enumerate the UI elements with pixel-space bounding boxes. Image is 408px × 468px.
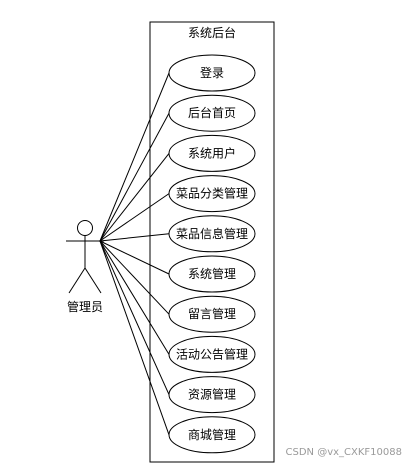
association-line [99,240,170,315]
use-case-label: 商城管理 [188,427,236,442]
use-case-label: 资源管理 [188,387,236,402]
use-case: 后台首页 [168,94,256,132]
system-title: 系统后台 [188,25,236,40]
system-boundary [149,21,275,463]
use-case: 登录 [168,54,256,92]
use-case-label: 菜品信息管理 [176,226,248,241]
association-line [99,240,170,435]
use-case: 留言管理 [168,295,256,333]
use-case-ellipse [168,54,256,92]
use-case: 系统管理 [168,255,256,293]
use-case-ellipse [168,134,256,172]
association-line [99,240,170,355]
association-line [99,72,170,242]
use-case-ellipse [168,335,256,373]
use-case-ellipse [168,255,256,293]
use-case: 菜品分类管理 [168,175,256,213]
use-case-label: 登录 [200,65,224,80]
use-case-label: 后台首页 [188,105,236,120]
use-case-label: 留言管理 [188,306,236,321]
association-line [99,240,170,395]
use-case-label: 系统用户 [188,145,236,160]
actor-icon [66,220,104,294]
association-line [99,112,170,242]
use-case: 菜品信息管理 [168,215,256,253]
use-case: 活动公告管理 [168,335,256,373]
use-case-list: 登录后台首页系统用户菜品分类管理菜品信息管理系统管理留言管理活动公告管理资源管理… [168,54,256,454]
watermark: CSDN @vx_CXKF10088 [285,447,402,458]
use-case: 系统用户 [168,134,256,172]
association-line [99,153,170,242]
use-case: 资源管理 [168,376,256,414]
use-case-ellipse [168,94,256,132]
use-case: 商城管理 [168,416,256,454]
use-case-ellipse [168,175,256,213]
use-case-label: 菜品分类管理 [176,186,248,201]
use-case-ellipse [168,295,256,333]
association-lines [99,72,170,435]
association-line [99,240,170,275]
association-line [99,193,170,242]
use-case-ellipse [168,376,256,414]
use-case-label: 活动公告管理 [176,346,248,361]
actor: 管理员 [66,220,104,314]
actor-label: 管理员 [67,299,103,314]
association-line [99,233,170,242]
use-case-label: 系统管理 [188,266,236,281]
use-case-ellipse [168,215,256,253]
use-case-ellipse [168,416,256,454]
